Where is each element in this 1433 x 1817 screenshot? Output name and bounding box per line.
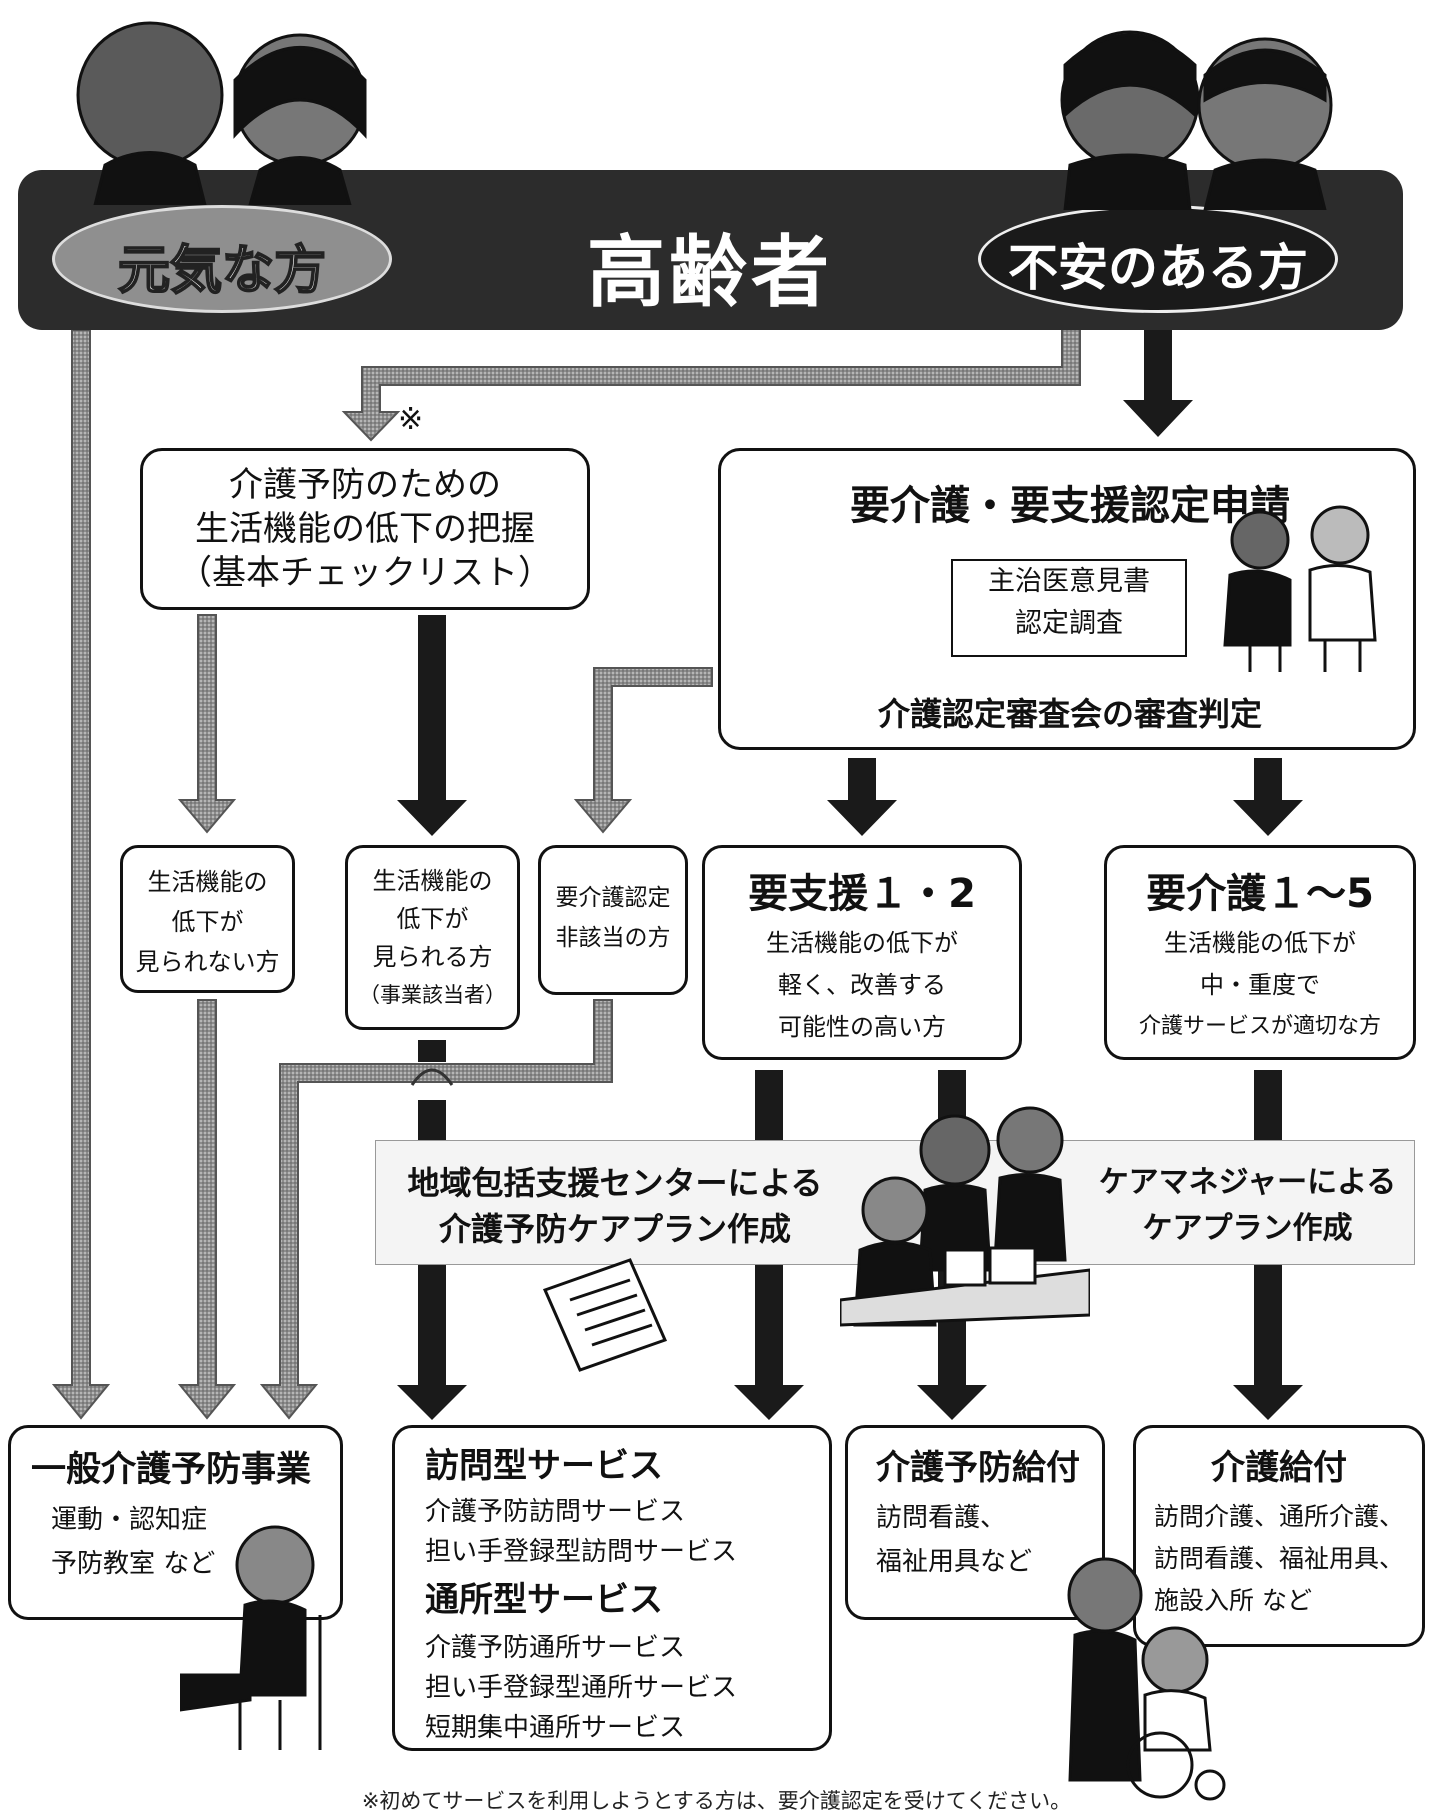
- doctor-consultation-illustration: [1223, 505, 1377, 672]
- care-benefit-line-3: 施設入所 など: [1154, 1586, 1312, 1615]
- prevention-benefit-title: 介護予防給付: [876, 1448, 1080, 1488]
- visit-item-2: 担い手登録型訪問サービス: [425, 1537, 738, 1567]
- note-mark: ※: [398, 402, 424, 437]
- anxious-oval-label: 不安のある方: [1008, 239, 1308, 297]
- checklist-line-1: 介護予防のための: [229, 465, 501, 505]
- general-prevention-box: 一般介護予防事業 運動・認知症 予防教室 など: [8, 1425, 343, 1620]
- application-bottom: 介護認定審査会の審査判定: [877, 695, 1262, 733]
- prevention-benefit-line-1: 訪問看護、: [876, 1503, 1007, 1533]
- exercise-person-illustration: [180, 1525, 322, 1750]
- wheelchair-illustration: [1067, 1557, 1226, 1801]
- inner-line-2: 認定調査: [1015, 608, 1123, 639]
- meeting-table-illustration: [840, 1106, 1090, 1327]
- support-line-2: 軽く、改善する: [778, 971, 946, 999]
- prevention-benefit-line-2: 福祉用具など: [876, 1547, 1033, 1577]
- plan-left-line-2: 介護予防ケアプラン作成: [438, 1210, 791, 1248]
- care-benefit-line-1: 訪問介護、通所介護、: [1153, 1502, 1404, 1531]
- visit-commute-box: 訪問型サービス 介護予防訪問サービス 担い手登録型訪問サービス 通所型サービス …: [392, 1425, 832, 1751]
- not-seen-box: 生活機能の 低下が 見られない方: [120, 845, 295, 993]
- checklist-line-3: （基本チェックリスト）: [178, 553, 552, 593]
- commute-item-2: 担い手登録型通所サービス: [425, 1673, 738, 1703]
- care-title: 要介護１～5: [1146, 871, 1374, 917]
- healthy-couple-illustration: [76, 21, 367, 205]
- commute-title: 通所型サービス: [425, 1580, 663, 1620]
- plan-left-line-1: 地域包括支援センターによる: [407, 1164, 823, 1202]
- not-seen-line-3: 見られない方: [135, 948, 280, 976]
- commute-item-3: 短期集中通所サービス: [425, 1713, 686, 1743]
- footnote: ※初めてサービスを利用しようとする方は、要介護認定を受けてください。: [361, 1789, 1072, 1813]
- care-benefit-line-2: 訪問看護、福祉用具、: [1153, 1544, 1404, 1573]
- non-applicable-line-2: 非該当の方: [555, 925, 671, 951]
- care-benefit-box: 介護給付 訪問介護、通所介護、 訪問看護、福祉用具、 施設入所 など: [1133, 1425, 1425, 1647]
- seen-line-2: 低下が: [396, 905, 469, 933]
- visit-title: 訪問型サービス: [425, 1446, 663, 1486]
- not-seen-line-1: 生活機能の: [147, 868, 268, 896]
- application-box: 要介護・要支援認定申請 主治医意見書 認定調査 介護認定審査会の審査判定: [718, 448, 1416, 750]
- checklist-box: 介護予防のための 生活機能の低下の把握 （基本チェックリスト）: [140, 448, 590, 610]
- visit-item-1: 介護予防訪問サービス: [425, 1497, 686, 1527]
- gray-arrows: [51, 324, 1081, 1420]
- plan-right-line-2: ケアプラン作成: [1142, 1211, 1353, 1246]
- support-title: 要支援１・2: [748, 871, 976, 917]
- care-line-1: 生活機能の低下が: [1164, 929, 1356, 957]
- seen-line-3: 見られる方: [372, 943, 493, 971]
- care-line-3: 介護サービスが適切な方: [1138, 1014, 1381, 1039]
- support-line-1: 生活機能の低下が: [766, 929, 958, 957]
- seen-line-1: 生活機能の: [372, 867, 493, 895]
- anxious-couple-illustration: [1060, 30, 1333, 210]
- plan-right-line-1: ケアマネジャーによる: [1098, 1165, 1397, 1200]
- support-box: 要支援１・2 生活機能の低下が 軽く、改善する 可能性の高い方: [702, 845, 1022, 1060]
- seen-box: 生活機能の 低下が 見られる方 （事業該当者）: [345, 845, 520, 1030]
- prevention-benefit-box: 介護予防給付 訪問看護、 福祉用具など: [845, 1425, 1105, 1620]
- plan-band-left: 地域包括支援センターによる 介護予防ケアプラン作成: [385, 1160, 845, 1252]
- general-line-1: 運動・認知症: [51, 1505, 208, 1535]
- banner-title: 高齢者: [586, 228, 833, 318]
- healthy-oval: [52, 205, 392, 313]
- checklist-line-2: 生活機能の低下の把握: [195, 509, 535, 549]
- non-applicable-box: 要介護認定 非該当の方: [538, 845, 688, 995]
- care-box: 要介護１～5 生活機能の低下が 中・重度で 介護サービスが適切な方: [1104, 845, 1416, 1060]
- care-benefit-title: 介護給付: [1211, 1448, 1347, 1488]
- inner-doc-box: 主治医意見書 認定調査: [951, 559, 1187, 657]
- healthy-oval-label: 元気な方: [117, 240, 327, 302]
- seen-line-4: （事業該当者）: [359, 983, 506, 1007]
- inner-line-1: 主治医意見書: [988, 566, 1150, 597]
- document-icon: [542, 1258, 668, 1372]
- crossing-bridge: [410, 1068, 454, 1086]
- plan-band-right: ケアマネジャーによる ケアプラン作成: [1080, 1160, 1415, 1252]
- support-line-3: 可能性の高い方: [778, 1013, 946, 1041]
- commute-item-1: 介護予防通所サービス: [425, 1633, 686, 1663]
- non-applicable-line-1: 要介護認定: [555, 885, 671, 911]
- not-seen-line-2: 低下が: [171, 908, 244, 936]
- care-line-2: 中・重度で: [1200, 971, 1320, 999]
- application-title: 要介護・要支援認定申請: [850, 483, 1290, 529]
- general-line-2: 予防教室 など: [51, 1549, 216, 1579]
- general-title: 一般介護予防事業: [31, 1450, 312, 1490]
